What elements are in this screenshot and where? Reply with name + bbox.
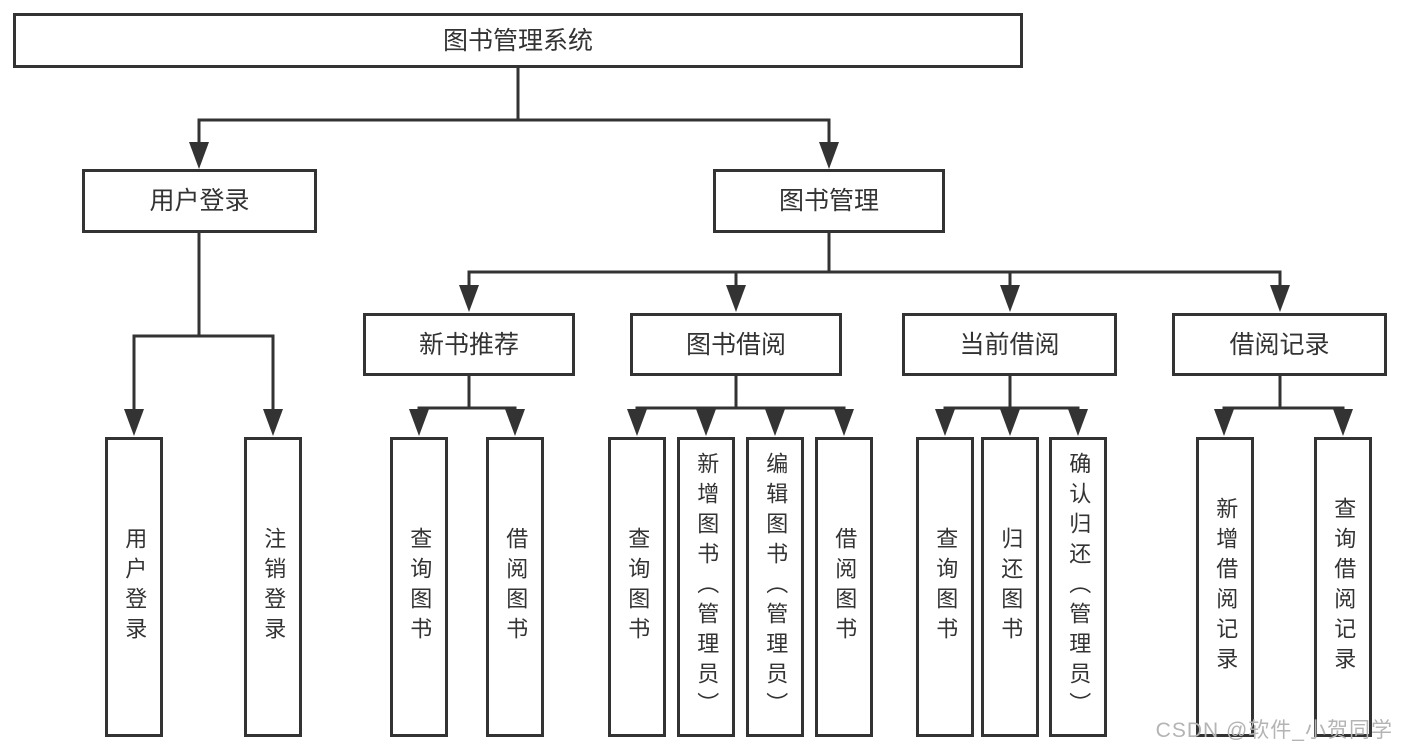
node-label: 查询图书: [625, 527, 651, 647]
leaf-recommend-borrow-books: 借阅图书: [486, 437, 544, 737]
node-label: 用户登录: [122, 527, 148, 647]
arrowhead-icons: [124, 142, 1353, 436]
node-root: 图书管理系统: [13, 13, 1023, 68]
leaf-borrowing-query-books: 查询图书: [608, 437, 666, 737]
node-label: 当前借阅: [959, 330, 1060, 359]
node-label: 借阅图书: [503, 527, 529, 647]
leaf-logout-login: 注销登录: [244, 437, 302, 737]
node-label: 新书推荐: [418, 330, 519, 359]
node-label: 图书管理系统: [442, 26, 593, 55]
node-borrowing-records: 借阅记录: [1172, 313, 1387, 376]
leaf-current-confirm-return: 确认归还（管理员）: [1049, 437, 1107, 737]
node-label: 新增借阅记录: [1213, 497, 1239, 677]
node-label: 新增图书（管理员）: [694, 452, 720, 722]
node-label: 借阅图书: [832, 527, 858, 647]
leaf-borrowing-edit-books: 编辑图书（管理员）: [746, 437, 804, 737]
node-label: 查询图书: [407, 527, 433, 647]
leaf-recommend-query-books: 查询图书: [390, 437, 448, 737]
leaf-records-query-record: 查询借阅记录: [1314, 437, 1372, 737]
node-label: 借阅记录: [1229, 330, 1330, 359]
node-label: 编辑图书（管理员）: [763, 452, 789, 722]
node-label: 图书管理: [778, 187, 879, 215]
node-current-borrowing: 当前借阅: [902, 313, 1117, 376]
node-label: 查询借阅记录: [1331, 497, 1357, 677]
node-user-login: 用户登录: [82, 169, 317, 233]
leaf-records-add-record: 新增借阅记录: [1196, 437, 1254, 737]
leaf-current-return-books: 归还图书: [981, 437, 1039, 737]
leaf-borrowing-borrow-books: 借阅图书: [815, 437, 873, 737]
node-new-book-recommend: 新书推荐: [363, 313, 575, 376]
node-book-management: 图书管理: [713, 169, 945, 233]
node-book-borrowing: 图书借阅: [630, 313, 842, 376]
node-label: 图书借阅: [685, 330, 786, 359]
node-label: 查询图书: [933, 527, 959, 647]
csdn-watermark: CSDN @软件_小贺同学: [1155, 719, 1393, 742]
node-label: 归还图书: [998, 527, 1024, 647]
leaf-borrowing-add-books: 新增图书（管理员）: [677, 437, 735, 737]
leaf-current-query-books: 查询图书: [916, 437, 974, 737]
node-label: 用户登录: [149, 187, 250, 215]
leaf-user-login: 用户登录: [105, 437, 163, 737]
node-label: 确认归还（管理员）: [1066, 452, 1092, 722]
node-label: 注销登录: [261, 527, 287, 647]
